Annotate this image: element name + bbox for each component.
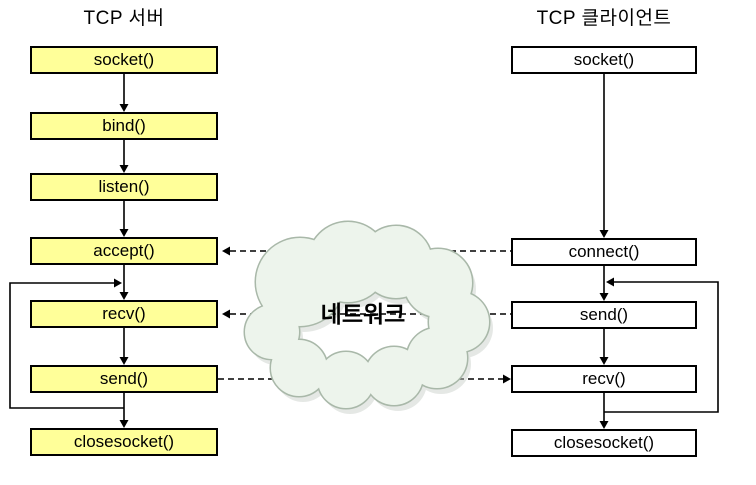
server-step-accept: accept() (30, 237, 218, 265)
client-step-recv: recv() (511, 365, 697, 393)
server-step-closesocket: closesocket() (30, 428, 218, 456)
server-loopback-line (9, 278, 124, 409)
server-step-listen: listen() (30, 173, 218, 201)
network-cloud-label: 네트워크 (320, 301, 406, 327)
server-step-socket: socket() (30, 46, 218, 74)
client-step-send: send() (511, 301, 697, 329)
arrowhead-into-accept (222, 246, 230, 256)
client-column-title: TCP 클라이언트 (536, 8, 672, 29)
client-loopback-line (604, 277, 719, 413)
server-flow-arrowheads (119, 104, 129, 428)
server-step-bind: bind() (30, 112, 218, 140)
client-step-socket: socket() (511, 46, 697, 74)
client-step-connect: connect() (511, 238, 697, 266)
client-flow-arrowheads (599, 230, 609, 429)
server-column-title: TCP 서버 (83, 8, 165, 29)
arrowhead-into-server-recv (222, 309, 230, 319)
arrowhead-into-client-recv (503, 374, 511, 384)
server-step-send: send() (30, 365, 218, 393)
client-step-closesocket: closesocket() (511, 429, 697, 457)
server-step-recv: recv() (30, 300, 218, 328)
